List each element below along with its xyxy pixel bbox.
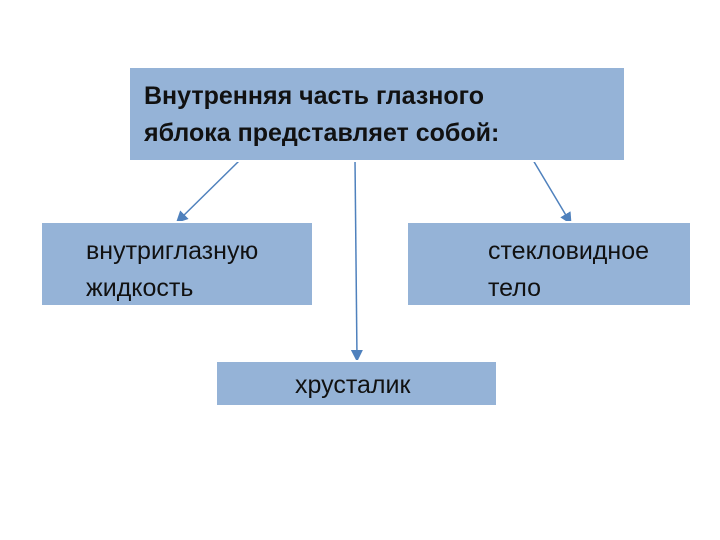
root-node-line-1: Внутренняя часть глазного [144, 82, 485, 110]
root-node: Внутренняя часть глазного яблока предста… [128, 66, 626, 162]
node-lens: хрусталик [215, 360, 498, 407]
node-intraocular-fluid: внутриглазную жидкость [40, 221, 314, 307]
node-intraocular-fluid-line-1: внутриглазную [86, 237, 259, 265]
node-vitreous-body-line-1: стекловидное [488, 237, 650, 265]
arrow-to-bottom [350, 159, 363, 362]
node-vitreous-body-line-2: тело [488, 274, 542, 302]
node-vitreous-body: стекловидное тело [406, 221, 692, 307]
arrow-to-left [175, 159, 241, 224]
node-intraocular-fluid-line-2: жидкость [86, 274, 194, 302]
root-node-line-2: яблока представляет собой: [144, 119, 500, 147]
arrow-to-right [532, 159, 572, 225]
node-lens-label: хрусталик [295, 371, 411, 399]
